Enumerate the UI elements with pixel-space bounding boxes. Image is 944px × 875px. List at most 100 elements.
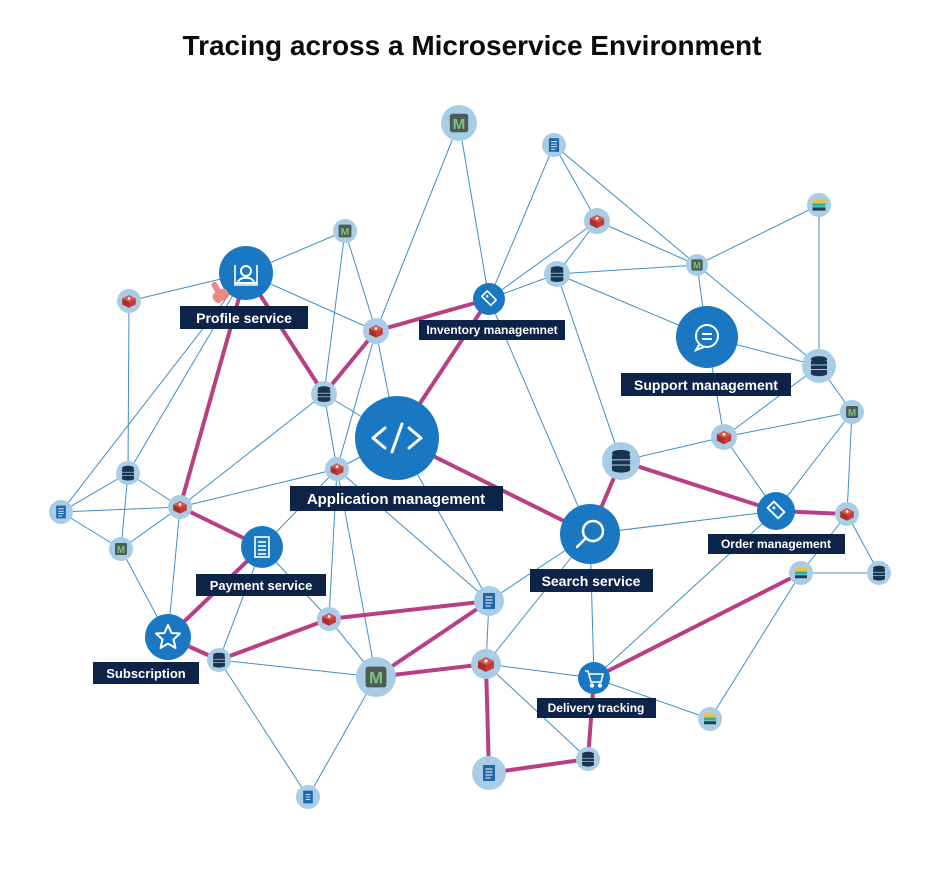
service-node-payment[interactable] [241, 526, 283, 568]
elastic-node[interactable] [698, 707, 722, 731]
label-profile-service[interactable]: Profile service [180, 306, 308, 329]
database-node[interactable] [576, 747, 600, 771]
redis-node[interactable] [471, 649, 501, 679]
connection-red1-db3 [127, 300, 130, 474]
connection-red4-red5 [179, 468, 338, 508]
connection-m4-red8 [723, 411, 853, 438]
connection-db1-m3 [556, 264, 698, 275]
database-node[interactable] [207, 648, 231, 672]
connection-db8-m6 [218, 659, 377, 678]
service-labels: Profile service Inventory managemnet Sup… [93, 306, 845, 718]
database-node[interactable] [867, 561, 891, 585]
redis-node[interactable] [168, 495, 192, 519]
label-text: Subscription [106, 666, 186, 681]
connection-log1-red2 [553, 144, 598, 222]
service-node-search[interactable] [560, 504, 620, 564]
trace-edge-db8-red6 [217, 617, 331, 662]
trace-edge-red3-inventory [374, 297, 491, 333]
label-order-management[interactable]: Order management [708, 534, 845, 554]
service-node-app[interactable] [355, 396, 439, 480]
label-payment-service[interactable]: Payment service [196, 574, 326, 596]
connection-m4-order [775, 411, 853, 512]
connection-elk1-m3 [696, 204, 820, 266]
connection-m2-red3 [344, 230, 377, 332]
redis-node[interactable] [835, 502, 859, 526]
label-text: Profile service [196, 310, 292, 326]
user-icon [234, 265, 258, 286]
connection-red2-m3 [596, 220, 698, 266]
trace-edge-log2-m6 [374, 599, 491, 679]
thin-connections [60, 122, 880, 798]
redis-node[interactable] [584, 208, 610, 234]
connection-red2-inventory [488, 220, 598, 300]
connection-red3-red5 [336, 330, 377, 470]
connection-m1-inventory [458, 122, 490, 300]
m-logo-node[interactable] [441, 105, 477, 141]
redis-node[interactable] [317, 607, 341, 631]
log-file-node[interactable] [49, 500, 73, 524]
search-icon [575, 519, 605, 549]
label-support-management[interactable]: Support management [621, 373, 791, 396]
connection-search-order [589, 510, 777, 535]
elastic-node[interactable] [807, 193, 831, 217]
database-node[interactable] [802, 349, 836, 383]
redis-node[interactable] [711, 424, 737, 450]
trace-edge-db4-red3 [322, 329, 378, 396]
label-subscription[interactable]: Subscription [93, 662, 199, 684]
connection-elk2-elk3 [709, 572, 802, 720]
service-node-profile[interactable] [219, 246, 273, 300]
trace-path [166, 271, 849, 775]
chat-icon [693, 324, 719, 352]
document-icon [254, 536, 270, 558]
connection-m5-red4 [120, 506, 181, 550]
m-logo-node[interactable] [333, 219, 357, 243]
label-text: Inventory managemnet [426, 323, 557, 337]
service-node-support[interactable] [676, 306, 738, 368]
m-logo-node[interactable] [840, 400, 864, 424]
redis-node[interactable] [363, 318, 389, 344]
connection-db8-doc1 [218, 659, 309, 798]
log-file-node[interactable] [474, 586, 504, 616]
service-node-delivery[interactable] [578, 662, 610, 694]
diagram-title: Tracing across a Microservice Environmen… [182, 30, 762, 61]
trace-edge-db5-order [619, 459, 778, 513]
label-application-management[interactable]: Application management [290, 486, 503, 511]
code-icon [371, 422, 423, 454]
document-node[interactable] [296, 785, 320, 809]
label-text: Search service [542, 573, 641, 589]
service-node-order[interactable] [757, 492, 795, 530]
database-node[interactable] [602, 442, 640, 480]
database-node[interactable] [116, 461, 140, 485]
trace-edge-delivery-elk2 [592, 571, 803, 680]
elastic-node[interactable] [789, 561, 813, 585]
redis-node[interactable] [325, 457, 349, 481]
label-text: Delivery tracking [548, 701, 645, 715]
connection-log1-inventory [488, 144, 555, 300]
star-icon [155, 624, 181, 649]
connection-m6-doc1 [307, 676, 377, 798]
log-file-node[interactable] [472, 756, 506, 790]
redis-node[interactable] [117, 289, 141, 313]
connection-db3-profile [127, 272, 247, 474]
m-logo-node[interactable] [356, 657, 396, 697]
label-inventory-management[interactable]: Inventory managemnet [419, 320, 565, 340]
connection-m1-red3 [375, 122, 460, 332]
service-node-inventory[interactable] [473, 283, 505, 315]
label-delivery-tracking[interactable]: Delivery tracking [537, 698, 656, 718]
trace-edge-red6-log2 [327, 599, 491, 621]
connection-red9-delivery [485, 663, 595, 679]
cart-icon [585, 670, 604, 688]
log-file-node[interactable] [542, 133, 566, 157]
label-text: Payment service [210, 578, 313, 593]
m-logo-node[interactable] [686, 254, 708, 276]
service-nodes [145, 246, 795, 694]
database-node[interactable] [311, 381, 337, 407]
label-search-service[interactable]: Search service [530, 569, 653, 592]
connection-db3-m5 [120, 472, 129, 550]
service-node-subscription[interactable] [145, 614, 191, 660]
m-logo-node[interactable] [109, 537, 133, 561]
connection-db2-red8 [723, 365, 820, 438]
label-text: Application management [307, 491, 485, 508]
database-node[interactable] [544, 261, 570, 287]
label-text: Order management [721, 537, 831, 551]
